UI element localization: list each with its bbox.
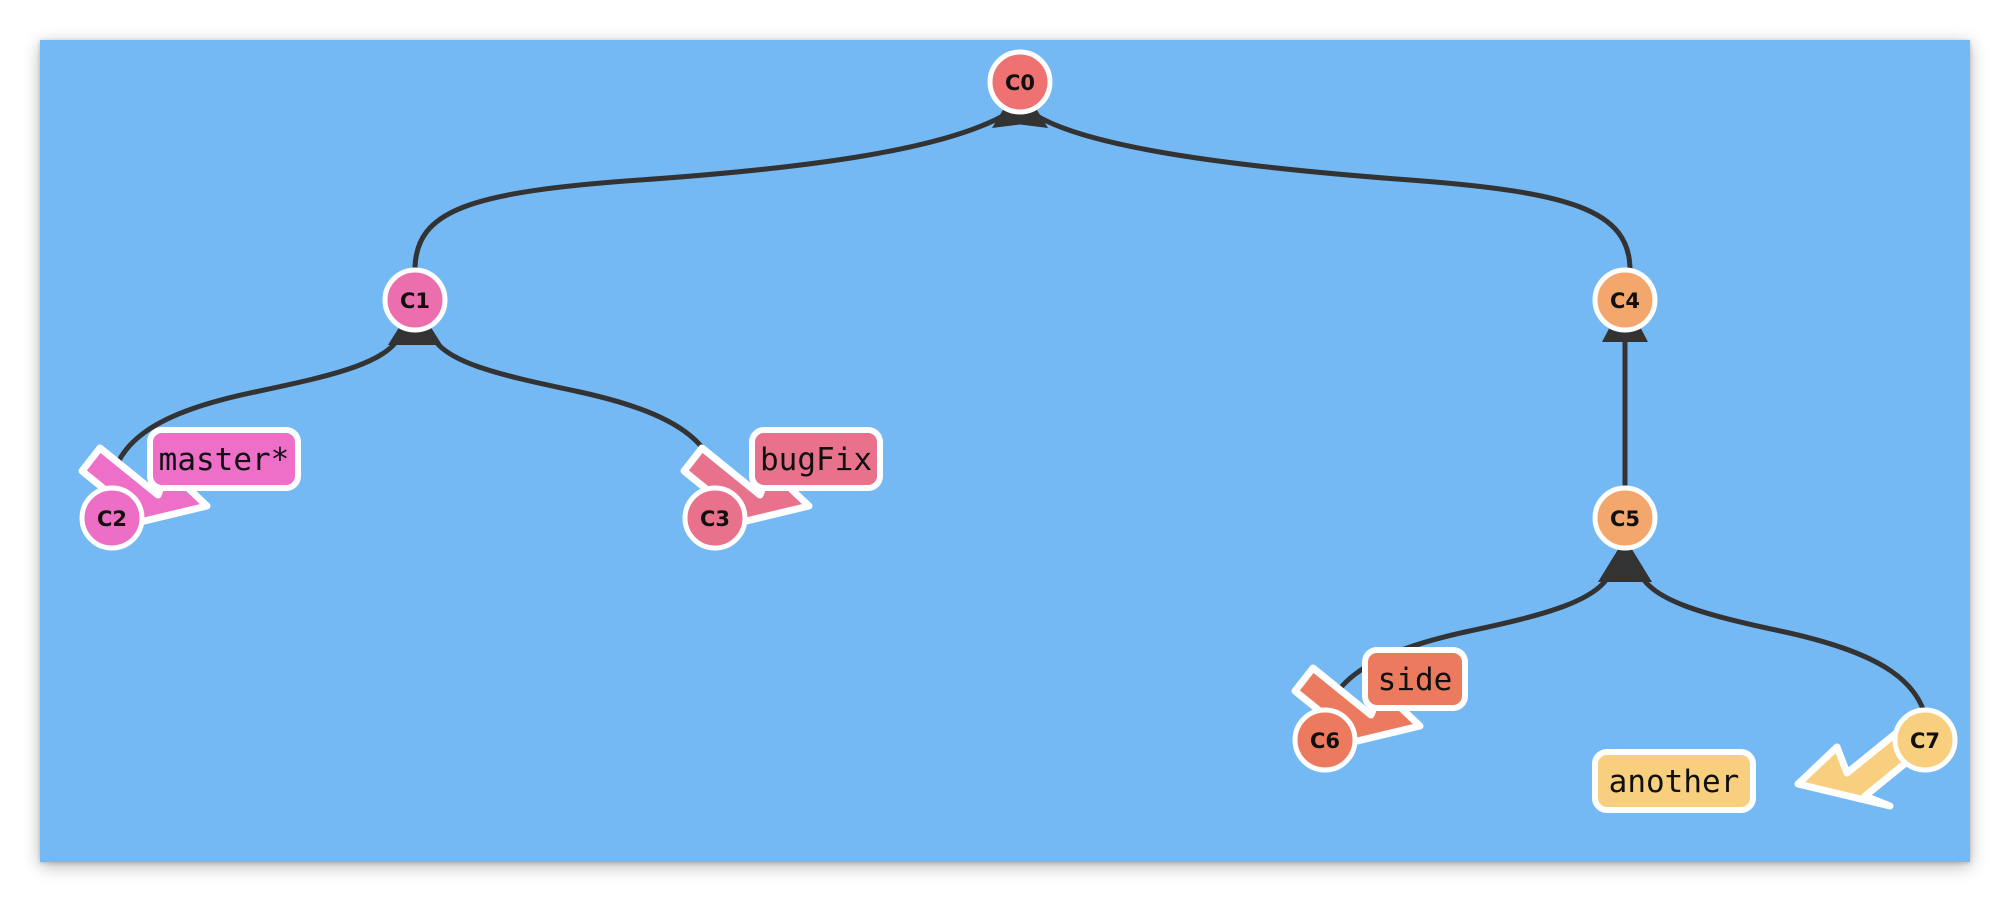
commit-node-c0[interactable]: C0 xyxy=(987,49,1053,115)
git-visualization-canvas[interactable]: C0 C1 C2 C3 C4 xyxy=(40,40,1970,862)
commit-node-c3[interactable]: C3 xyxy=(682,485,748,551)
edges-layer xyxy=(107,82,1931,743)
branch-label-bugfix-text: bugFix xyxy=(760,442,872,478)
commit-node-c4[interactable]: C4 xyxy=(1592,267,1658,333)
branch-labels-layer[interactable]: master* bugFix side another xyxy=(147,427,1756,813)
commit-node-c1[interactable]: C1 xyxy=(382,267,448,333)
commit-node-c5-label: C5 xyxy=(1610,507,1640,531)
branch-label-side-text: side xyxy=(1378,662,1453,698)
edge-c3-to-c1 xyxy=(394,302,723,505)
branch-label-another-text: another xyxy=(1609,764,1740,800)
commit-node-c6-label: C6 xyxy=(1310,729,1340,753)
edge-c4-to-c0 xyxy=(1000,82,1633,273)
commit-node-c2-label: C2 xyxy=(97,507,127,531)
branch-label-master-text: master* xyxy=(159,442,290,478)
nodes-layer[interactable]: C0 C1 C2 C3 C4 xyxy=(79,49,1958,773)
commit-node-c0-label: C0 xyxy=(1005,71,1035,95)
commit-node-c2[interactable]: C2 xyxy=(79,485,145,551)
commit-node-c3-label: C3 xyxy=(700,507,730,531)
branch-label-bugfix[interactable]: bugFix xyxy=(749,427,883,491)
commit-node-c1-label: C1 xyxy=(400,289,430,313)
commit-graph-svg[interactable]: C0 C1 C2 C3 C4 xyxy=(40,40,1970,862)
edge-c1-to-c0 xyxy=(412,82,1040,273)
commit-node-c6[interactable]: C6 xyxy=(1292,707,1358,773)
branch-label-another[interactable]: another xyxy=(1592,749,1756,813)
commit-node-c7[interactable]: C7 xyxy=(1892,707,1958,773)
branch-label-side[interactable]: side xyxy=(1362,647,1468,711)
commit-node-c5[interactable]: C5 xyxy=(1592,485,1658,551)
commit-node-c4-label: C4 xyxy=(1610,289,1640,313)
branch-label-master[interactable]: master* xyxy=(147,427,301,491)
edge-c7-to-c5 xyxy=(1604,538,1931,743)
commit-node-c7-label: C7 xyxy=(1910,729,1940,753)
